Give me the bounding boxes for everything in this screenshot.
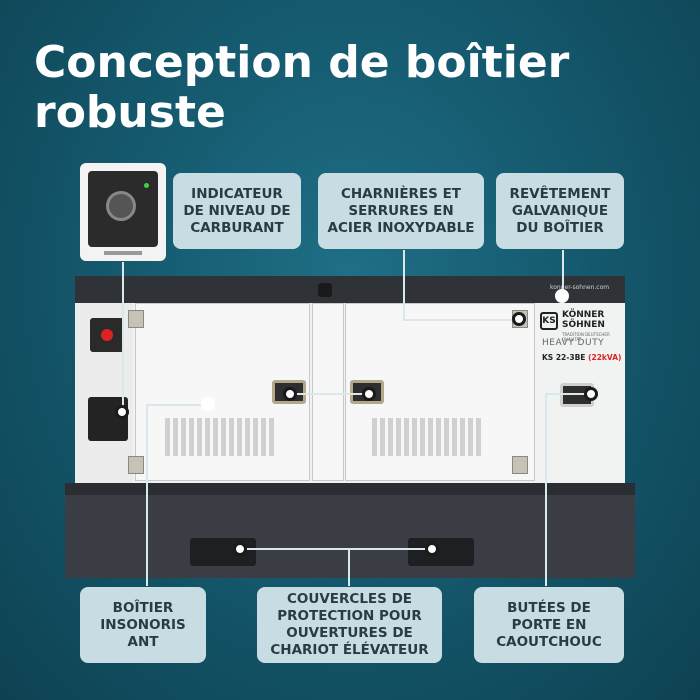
connector-hinges-handles xyxy=(290,393,368,395)
emergency-stop-panel xyxy=(90,318,124,352)
thumbnail-strip xyxy=(104,251,142,255)
label-galvanic-coating: REVÊTEMENT GALVANIQUE DU BOÎTIER xyxy=(496,173,624,249)
fuel-gauge-panel xyxy=(88,171,158,247)
page-title: Conception de boîtier robuste xyxy=(34,37,570,138)
label-rubber-stops: BUTÉES DE PORTE EN CAOUTCHOUC xyxy=(474,587,624,663)
pointer-dot-soundproof xyxy=(201,397,215,411)
left-vent xyxy=(165,418,275,456)
brand-logo: KS KÖNNER SÖHNEN TRADITION DEUTSCHER QUA… xyxy=(540,308,621,368)
connector-rubber-v xyxy=(545,393,547,586)
connector-hinges-v1 xyxy=(403,250,405,320)
product-url: konner-sohnen.com xyxy=(550,284,610,291)
brand-line-2: SÖHNEN xyxy=(562,320,605,330)
pointer-dot-hinge xyxy=(512,312,526,326)
pointer-dot-forklift-left xyxy=(233,542,247,556)
pointer-dot-handle-left xyxy=(283,387,297,401)
generator-base-frame xyxy=(65,483,635,578)
fuel-gauge-panel-body xyxy=(88,397,128,441)
pointer-dot-handle-right xyxy=(362,387,376,401)
pointer-dot-forklift-right xyxy=(425,542,439,556)
connector-soundproof-h xyxy=(146,404,208,406)
brand-name: KÖNNER SÖHNEN xyxy=(562,310,605,330)
model-power: (22kVA) xyxy=(588,353,622,362)
hinge-bottom-right-icon xyxy=(512,456,528,474)
center-panel xyxy=(312,303,344,481)
connector-fuel xyxy=(122,262,124,412)
connector-soundproof-v xyxy=(146,404,148,586)
hinge-bottom-left-icon xyxy=(128,456,144,474)
brand-tagline: TRADITION DEUTSCHER QUALITÄT xyxy=(562,332,610,342)
connector-rubber-h xyxy=(545,393,591,395)
brand-line-1: KÖNNER xyxy=(562,310,605,320)
connector-forklift-v xyxy=(348,548,350,586)
fuel-gauge-thumbnail xyxy=(80,163,166,261)
model-number: KS 22-3BE xyxy=(542,353,586,362)
series-name: HEAVY DUTY xyxy=(542,338,605,348)
base-top-stripe xyxy=(65,483,635,495)
brand-mark-icon: KS xyxy=(540,312,558,330)
model-name: KS 22-3BE (22kVA) xyxy=(542,353,621,362)
hinge-top-left-icon xyxy=(128,310,144,328)
emergency-stop-icon xyxy=(101,329,113,341)
pointer-dot-rubber xyxy=(584,387,598,401)
forklift-slot-right xyxy=(408,538,474,566)
connector-forklift-h xyxy=(240,548,432,550)
label-fuel-gauge: INDICATEUR DE NIVEAU DE CARBURANT xyxy=(173,173,301,249)
indicator-led-icon xyxy=(144,183,149,188)
pointer-dot-coating xyxy=(555,289,569,303)
fuel-cap-icon xyxy=(318,283,332,297)
right-vent xyxy=(372,418,482,456)
generator-roof xyxy=(75,276,625,304)
label-forklift-covers: COUVERCLES DE PROTECTION POUR OUVERTURES… xyxy=(257,587,442,663)
connector-coating xyxy=(562,250,564,295)
connector-hinges-h xyxy=(403,319,519,321)
label-hinges-locks: CHARNIÈRES ET SERRURES EN ACIER INOXYDAB… xyxy=(318,173,484,249)
fuel-gauge-dial-icon xyxy=(106,191,136,221)
label-soundproof-housing: BOÎTIER INSONORIS ANT xyxy=(80,587,206,663)
pointer-dot-fuel xyxy=(115,405,129,419)
